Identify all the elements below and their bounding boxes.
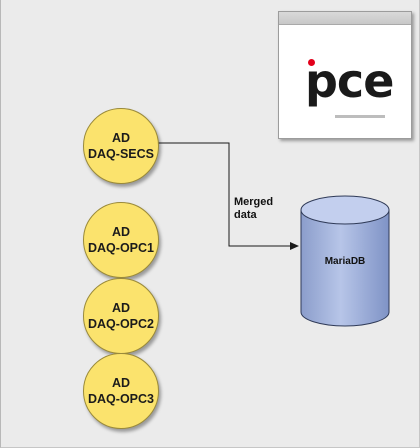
source-node-line2: DAQ-OPC2 (88, 317, 154, 331)
edge-label-line1: Merged (234, 196, 274, 208)
source-node-daq-opc3: AD DAQ-OPC3 (83, 353, 159, 429)
source-node-daq-secs: AD DAQ-SECS (83, 108, 159, 184)
mariadb-cylinder (300, 195, 390, 327)
source-node-daq-opc2: AD DAQ-OPC2 (83, 278, 159, 354)
logo-panel-titlebar (279, 12, 411, 25)
pce-logo: pce (305, 54, 394, 108)
connector-arrowhead (290, 242, 299, 250)
logo-red-dot (308, 59, 315, 66)
logo-panel: pce (278, 11, 412, 139)
merged-data-label: Merged data (234, 196, 273, 222)
edge-label-line2: data (234, 209, 257, 221)
merged-data-connector (157, 142, 291, 247)
source-node-line1: AD (111, 376, 131, 390)
source-node-line2: DAQ-OPC1 (88, 241, 154, 255)
source-node-line1: AD (111, 301, 131, 315)
source-node-line2: DAQ-OPC3 (88, 392, 154, 406)
mariadb-label: MariaDB (324, 256, 366, 267)
source-node-daq-opc1: AD DAQ-OPC1 (83, 202, 159, 278)
source-node-line1: AD (111, 225, 131, 239)
source-node-line1: AD (111, 131, 131, 145)
logo-underline (335, 115, 385, 118)
source-node-line2: DAQ-SECS (88, 147, 154, 161)
